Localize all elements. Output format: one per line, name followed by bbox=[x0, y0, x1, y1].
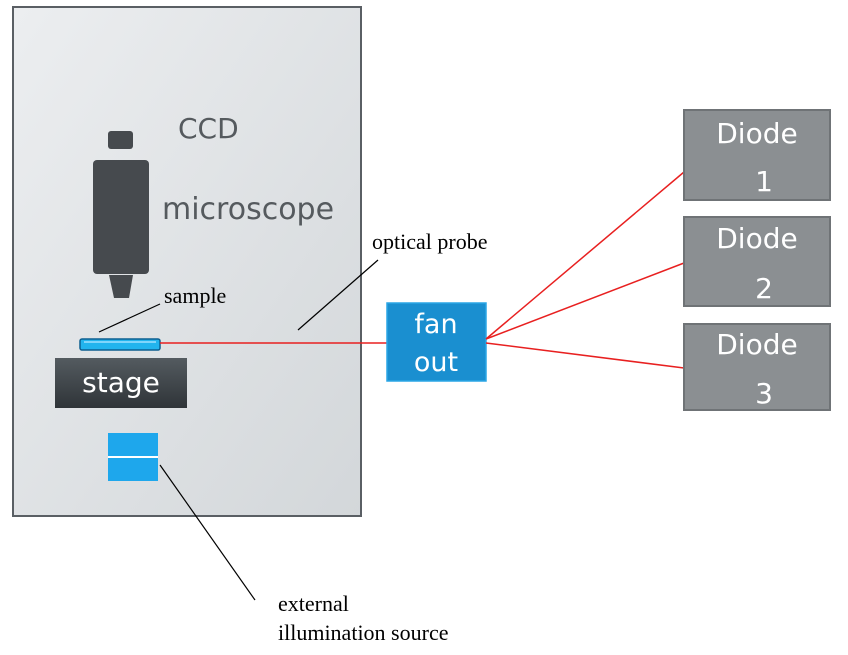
fiber-to-diode-3 bbox=[485, 342, 685, 369]
diode-3: Diode 3 bbox=[683, 323, 831, 411]
fiber-to-diode-2 bbox=[485, 262, 685, 340]
sample-label: sample bbox=[164, 283, 226, 308]
external-label-line1: external bbox=[278, 591, 349, 616]
diode-3-number: 3 bbox=[755, 377, 773, 410]
diode-2-label: Diode bbox=[716, 222, 797, 255]
fan-out-label-line1: fan bbox=[414, 309, 457, 340]
microscope-objective bbox=[109, 275, 133, 298]
diode-3-box bbox=[683, 323, 831, 411]
illumination-leader-line bbox=[159, 464, 256, 601]
stage-block bbox=[55, 358, 187, 408]
enclosure-box bbox=[12, 6, 362, 517]
diode-2-number: 2 bbox=[755, 272, 773, 305]
diode-1-number: 1 bbox=[755, 165, 773, 198]
sample-slide bbox=[79, 338, 161, 351]
sample-leader-line bbox=[98, 303, 161, 333]
ccd-camera bbox=[108, 131, 133, 149]
ccd-label: CCD bbox=[178, 112, 239, 145]
diode-3-label: Diode bbox=[716, 328, 797, 361]
diode-1-box bbox=[683, 109, 831, 201]
diode-2-box bbox=[683, 216, 831, 307]
microscope-body bbox=[93, 160, 149, 274]
diode-1-label: Diode bbox=[716, 117, 797, 150]
diode-2: Diode 2 bbox=[683, 216, 831, 307]
stage-label: stage bbox=[82, 366, 160, 399]
diode-1: Diode 1 bbox=[683, 109, 831, 201]
optical-probe-label: optical probe bbox=[372, 229, 487, 254]
external-label-line2: illumination source bbox=[278, 620, 448, 645]
microscope-label: microscope bbox=[162, 192, 334, 227]
fiber-to-diode-1 bbox=[485, 171, 685, 340]
fan-out-box bbox=[386, 302, 487, 382]
optical-probe-leader-line bbox=[297, 259, 379, 331]
fan-out-label-line2: out bbox=[414, 347, 458, 378]
